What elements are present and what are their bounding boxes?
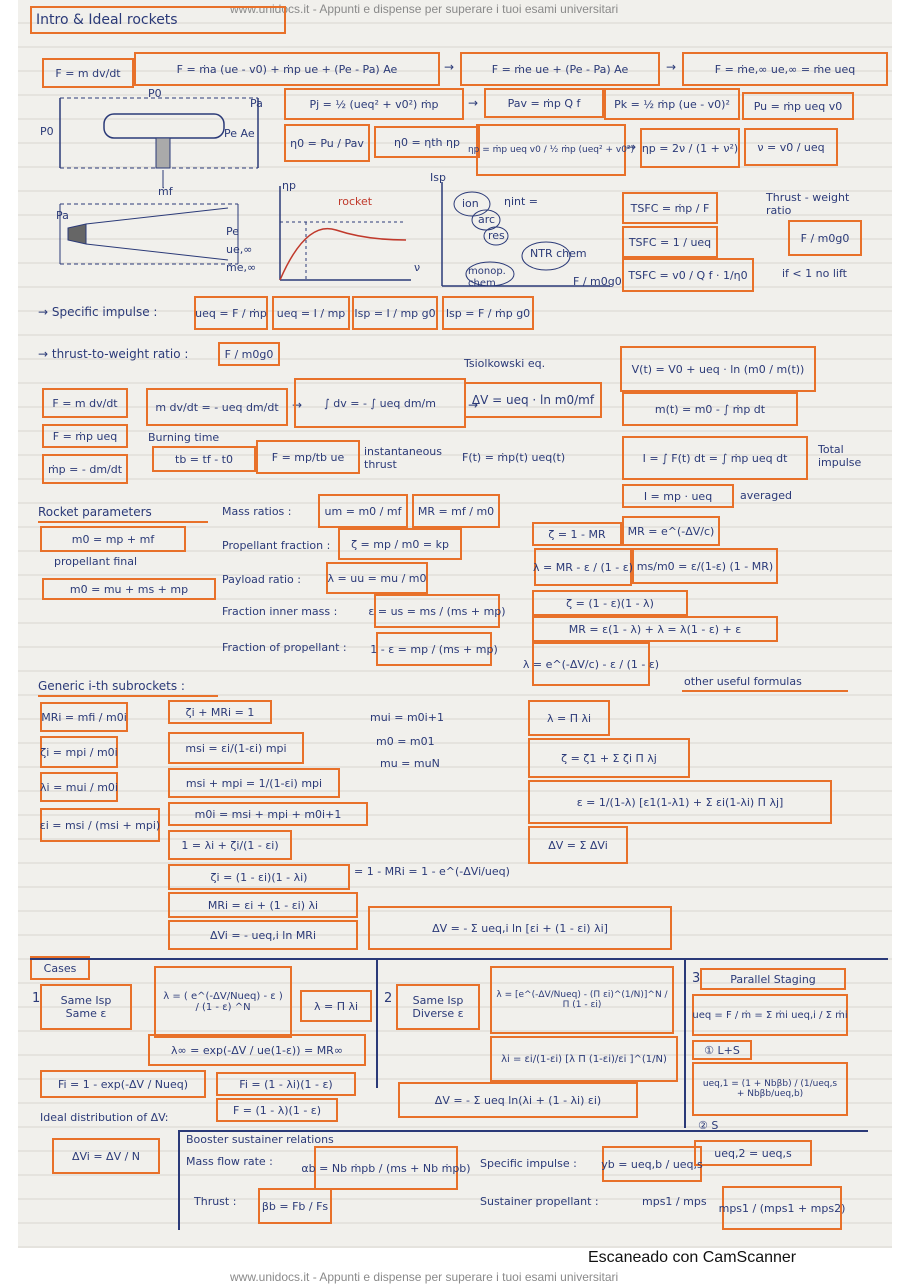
sub-dvsum: ΔV = - Σ ueq,i ln [εi + (1 - εi) λi] — [368, 906, 672, 950]
engine-diagram — [59, 97, 259, 265]
par-um: um = m0 / mf — [318, 494, 408, 528]
booster-fb: βb = Fb / Fs — [258, 1188, 332, 1224]
formula-pk: Pk = ½ ṁp (ue - v0)² — [604, 88, 740, 120]
notes-page: www.unidocs.it - Appunti e dispense per … — [18, 0, 892, 1248]
ueq-1: ueq = F / ṁp — [194, 296, 268, 330]
sub-mri: MRi = mfi / m0i — [40, 702, 128, 732]
par-mr2: MR = ε(1 - λ) + λ = λ(1 - ε) + ε — [532, 616, 778, 642]
tsfc-2: TSFC = 1 / ueq — [622, 226, 718, 258]
case3-title: Parallel Staging — [700, 968, 846, 990]
tsi-mt: m(t) = m0 - ∫ ṁp dt — [622, 392, 798, 426]
sub-lamprod: λ = Π λi — [528, 700, 610, 736]
case2-lambda: λ = [e^(-ΔV/Nueq) - (Π εi)^(1/N)]^N / Π … — [490, 966, 674, 1034]
case3-a: ① L+S — [692, 1040, 752, 1060]
watermark-top: www.unidocs.it - Appunti e dispense per … — [230, 2, 619, 16]
tsi-f3: ṁp = - dm/dt — [42, 454, 128, 484]
sub-ri: 1 = λi + ζi/(1 - εi) — [168, 830, 292, 860]
sub-zi: ζi = mpi / m0i — [40, 736, 118, 768]
case1-prod: λ = Π λi — [300, 990, 372, 1022]
case3-d: ueq,2 = ueq,s — [694, 1140, 812, 1166]
par-m0: m0 = mp + mf — [40, 526, 186, 552]
case2-dv: ΔV = - Σ ueq ln(λi + (1 - λi) εi) — [398, 1082, 638, 1118]
isp-plot — [441, 182, 610, 287]
formula-eta0b: η0 = ηth ηp — [374, 126, 480, 158]
case2-title: Same Isp Diverse ε — [396, 984, 480, 1030]
formula-f3: F = ṁe ue + (Pe - Pa) Ae — [460, 52, 660, 86]
par-m0b: m0 = mu + ms + mp — [42, 578, 216, 600]
ideal-f: ΔVi = ΔV / N — [52, 1138, 160, 1174]
tsi-vt: V(t) = V0 + ueq · ln (m0 / m(t)) — [620, 346, 816, 392]
tsi-f1: F = m dv/dt — [42, 388, 128, 418]
booster-sp2: mps1 / (mps1 + mps2) — [719, 1186, 845, 1230]
sub-ei: εi = msi / (msi + mpi) — [40, 808, 160, 842]
par-zeta: ζ = mp / m0 = kp — [338, 528, 462, 560]
par-ms: ms/m0 = ε/(1-ε) (1 - MR) — [632, 548, 778, 584]
par-eps: ε = us = ms / (ms + mp) — [368, 594, 506, 628]
par-l2: λ = e^(-ΔV/c) - ε / (1 - ε) — [523, 642, 659, 686]
par-mrexp: MR = e^(-ΔV/c) — [622, 516, 720, 546]
tsi-mdv: m dv/dt = - ueq dm/dt — [146, 388, 288, 426]
case1-title: Same Isp Same ε — [40, 984, 132, 1030]
tsi-fm: F = mp/tb ue — [256, 440, 360, 474]
tsi-dv: ΔV = ueq · ln m0/mf — [464, 382, 602, 418]
case1-inf: λ∞ = exp(-ΔV / ue(1-ε)) = MR∞ — [148, 1034, 366, 1066]
formula-f2: F = ṁa (ue - v0) + ṁp ue + (Pe - Pa) Ae — [134, 52, 440, 86]
sub-dvi: ΔVi = - ueq,i ln MRi — [168, 920, 358, 950]
case2-li: λi = εi/(1-εi) [λ Π (1-εi)/εi ]^(1/N) — [490, 1036, 678, 1082]
par-l1: λ = MR - ε / (1 - ε) — [533, 548, 633, 586]
tw-ratio: F / m0g0 — [788, 220, 862, 256]
efficiency-plot — [279, 186, 411, 281]
formula-nu: ν = v0 / ueq — [744, 128, 838, 166]
scanner-footer: Escaneado con CamScanner — [588, 1249, 797, 1266]
tsfc-3: TSFC = v0 / Q f · 1/η0 — [622, 258, 754, 292]
case3-b: ueq,1 = (1 + Nbβb) / (1/ueq,s + Nbβb/ueq… — [692, 1062, 848, 1116]
case1-fi2: Fi = (1 - λi)(1 - ε) — [216, 1072, 356, 1096]
sub-mri2: MRi = εi + (1 - εi) λi — [168, 892, 358, 918]
tsi-f2: F = ṁp ueq — [42, 424, 128, 448]
sub-mpi: msi + mpi = 1/(1-εi) mpi — [168, 768, 340, 798]
case1-f: F = (1 - λ)(1 - ε) — [216, 1098, 338, 1122]
formula-eta0: η0 = Pu / Pav — [284, 124, 370, 162]
isp-2: Isp = F / ṁp g0 — [442, 296, 534, 330]
par-lambda: λ = uu = mu / m0 — [326, 562, 428, 594]
formula-etap2: ηp = 2ν / (1 + ν²) — [640, 128, 740, 168]
sub-zetasum: ζ = ζ1 + Σ ζi Π λj — [528, 738, 690, 778]
tw-val: F / m0g0 — [218, 342, 280, 366]
booster-ab: αb = Nb ṁpb / (ms + Nb ṁpb) — [301, 1146, 471, 1190]
formula-etap: ηp = ṁp ueq v0 / ½ ṁp (ueq² + v0²) — [468, 124, 634, 176]
formula-pj: Pj = ½ (ueq² + v0²) ṁp — [284, 88, 464, 120]
par-mr: MR = mf / m0 — [412, 494, 500, 528]
par-1-eps: 1 - ε = mp / (ms + mp) — [370, 632, 498, 666]
page-title: Intro & Ideal rockets — [30, 6, 286, 34]
sub-dvtot: ΔV = Σ ΔVi — [528, 826, 628, 864]
sub-msi: msi = εi/(1-εi) mpi — [168, 732, 304, 764]
sub-epssum: ε = 1/(1-λ) [ε1(1-λ1) + Σ εi(1-λi) Π λj] — [528, 780, 832, 824]
case1-fi: Fi = 1 - exp(-ΔV / Nueq) — [40, 1070, 206, 1098]
par-z2: ζ = (1 - ε)(1 - λ) — [532, 590, 688, 616]
tsi-int: ∫ dv = - ∫ ueq dm/m — [294, 378, 466, 428]
watermark-bottom: www.unidocs.it - Appunti e dispense per … — [230, 1270, 619, 1284]
sub-m0i: m0i = msi + mpi + m0i+1 — [168, 802, 368, 826]
booster-yb: yb = ueq,b / ueq,s — [601, 1146, 703, 1182]
formula-pu: Pu = ṁp ueq v0 — [742, 92, 854, 120]
sub-zeta-i: ζi = (1 - εi)(1 - λi) — [168, 864, 350, 890]
formula-pav: Pav = ṁp Q f — [484, 88, 604, 118]
sub-li: λi = mui / m0i — [40, 772, 118, 802]
tsi-it: I = ∫ F(t) dt = ∫ ṁp ueq dt — [622, 436, 808, 480]
case3-u: ueq = F / ṁ = Σ ṁi ueq,i / Σ ṁi — [692, 994, 848, 1036]
formula-f4: F = ṁe,∞ ue,∞ = ṁe ueq — [682, 52, 888, 86]
sub-sum: ζi + MRi = 1 — [168, 700, 272, 724]
case1-lambda: λ = ( e^(-ΔV/Nueq) - ε ) / (1 - ε) ^N — [154, 966, 292, 1038]
cases-title: Cases — [30, 956, 90, 980]
formula-f1: F = m dv/dt — [42, 58, 134, 88]
tsi-tb: tb = tf - t0 — [152, 446, 256, 472]
ueq-2: ueq = I / mp — [272, 296, 350, 330]
tsi-iavg: I = mp · ueq — [622, 484, 734, 508]
tsfc-1: TSFC = ṁp / F — [622, 192, 718, 224]
par-z1: ζ = 1 - MR — [532, 522, 622, 546]
isp-1: Isp = I / mp g0 — [352, 296, 438, 330]
